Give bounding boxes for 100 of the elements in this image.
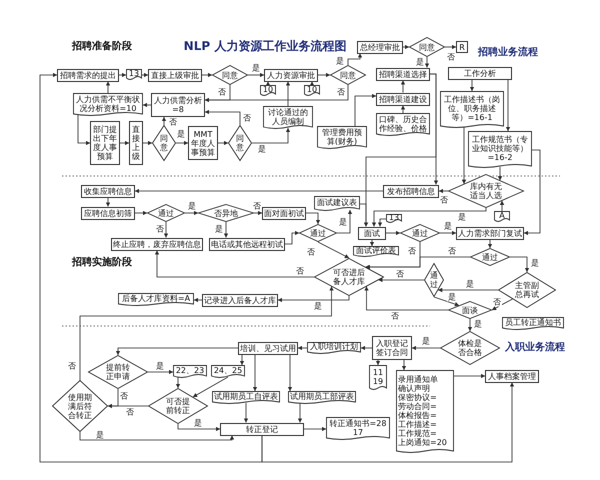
document-shape: 10 [260,85,276,97]
arrow [444,44,456,50]
edge-label: 是 [338,218,348,226]
edge-label: 是 [421,336,431,346]
arrow [506,79,510,132]
arrow [284,230,300,244]
arrow [266,81,270,86]
decision-diamond: 同意 [212,65,248,85]
arrow [162,116,166,126]
arrow [360,346,372,350]
edge-label: 是 [465,280,475,288]
arrow [80,286,334,380]
arrow [252,354,258,392]
arrow [120,140,130,146]
edge-label: 是 [187,202,197,210]
document-shape: 10 [304,85,320,97]
arrow [365,256,470,270]
edge-label: 是 [214,224,224,234]
arrow [244,402,248,423]
edge-label: 否 [242,114,252,122]
arrow [370,239,374,246]
document-shape: 13 [126,69,142,81]
arrow [248,72,264,78]
arrow [204,84,348,102]
arrow [142,140,152,146]
arrow [192,376,228,398]
arrow [304,426,326,432]
decision-diamond: 同意 [330,65,366,85]
process-box: R [456,41,468,53]
arrow [364,286,448,310]
decision-diamond: 同意 [409,37,445,57]
arrow [510,256,530,272]
process-box: MMT 年度人事预算 [188,126,218,160]
edge-label: 是 [473,320,483,328]
arrow [348,53,362,66]
process-box: 直接上级审批 [148,68,202,82]
edge-label: 否 [119,392,129,400]
decision-diamond: 通过 [147,204,185,222]
document-shape: 22、23 [173,365,207,379]
process-box: 部门提出下年度人事预算 [90,121,120,165]
process-box: 工作分析 [448,66,512,80]
document-shape: 入职培训计划 [307,342,361,354]
edge-label: 是 [176,130,186,138]
edge-label: 是 [193,418,203,428]
decision-diamond: 通过 [424,263,444,297]
arrow [492,298,513,310]
document-shape: 试用期员工部评表 [288,391,356,405]
document-shape: 口碑、历史合作经验、价格 [376,113,430,137]
arrow [468,318,472,332]
process-box: 人力供需分析=8 [151,93,205,117]
decision-diamond: 通过 [400,224,440,242]
arrow [106,197,110,207]
arrow [354,94,376,126]
arrow [462,126,466,184]
edge-label: 否 [67,362,77,370]
arrow [80,432,234,440]
arrow [318,242,350,258]
decision-diamond: 体检是否合格 [440,331,500,365]
decision-diamond: 同意 [228,125,252,161]
arrow [454,374,486,378]
arrow [488,239,492,248]
section-label: 招聘实施阶段 [72,257,132,269]
edge-label: 否 [446,52,456,62]
arrow [310,81,314,86]
document-shape: 讨论通过的人员编制 [263,106,313,130]
decision-diamond: 同意 [152,125,176,161]
edge-label: 是 [257,144,267,154]
document-shape: 管理费用预算(财务) [317,126,367,150]
arrow [400,105,406,114]
edge-label: 否 [390,312,400,320]
arrow [40,72,262,462]
arrow [254,210,262,216]
edge-label: 否 [336,88,346,96]
process-box: 电话或其他远程初试 [209,238,285,250]
arrow [306,212,320,224]
arrow [278,296,350,302]
arrow [134,188,384,194]
arrow [402,44,410,50]
process-box: 入职登记签订合同 [372,336,412,360]
arrow [440,230,456,236]
process-box: 发布招聘信息 [383,184,439,198]
edge-label: 否 [439,196,449,204]
edge-label: 否 [407,246,417,256]
arrow [262,382,514,462]
arrow [176,140,188,146]
section-label: 入职业务流程 [505,342,565,354]
arrow [134,210,148,216]
diagram-title: NLP 人力资源工作业务流程图 [184,39,346,53]
process-box: 招聘渠道建设 [376,92,430,106]
arrow [164,222,168,238]
document-shape: 后备人才库资料=A [118,293,194,307]
arrow [116,348,238,356]
edge-label: 是 [313,302,323,310]
arrow [360,204,368,227]
document-shape: 录用通知单 确认声明 保密协议= 劳动合同= 体检报告= 工作描述= 工作规范= 上岗通知=20 [396,370,454,454]
document-shape: 工作描述书（岗位、职务描述等）=16-1 [440,91,504,129]
arrow [142,72,148,78]
arrow [400,80,406,93]
decision-diamond: 通过 [470,248,510,266]
process-box: 转正登记 [220,422,304,436]
